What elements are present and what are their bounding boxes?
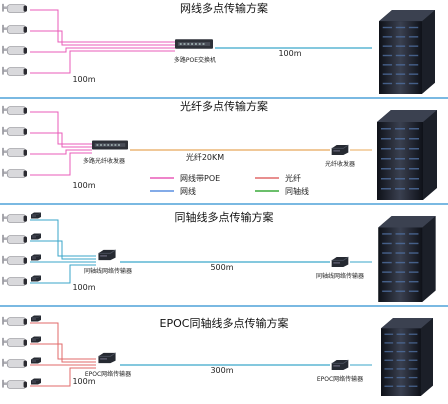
cable-line bbox=[30, 47, 175, 53]
camera-icon bbox=[2, 168, 28, 178]
camera-icon bbox=[2, 358, 28, 368]
server-rack-icon bbox=[381, 318, 433, 396]
converter-icon bbox=[30, 336, 42, 343]
cable-line bbox=[30, 152, 92, 176]
section-title: 同轴线多点传输方案 bbox=[175, 210, 274, 224]
cable-line bbox=[30, 111, 92, 145]
legend-label: 网线 bbox=[180, 186, 196, 196]
distance-left-label: 100m bbox=[72, 377, 95, 386]
cable-line bbox=[30, 149, 92, 155]
receiver-icon bbox=[331, 359, 349, 371]
cable-line bbox=[30, 322, 96, 360]
transmitter-icon bbox=[97, 352, 117, 364]
camera-icon bbox=[2, 379, 28, 389]
camera-icon bbox=[2, 24, 28, 34]
converter-icon bbox=[30, 357, 42, 364]
section-1: 网线多点传输方案 100m 多路POE交换机 100m bbox=[2, 1, 435, 94]
camera-icon bbox=[2, 337, 28, 347]
converter-icon bbox=[30, 315, 42, 322]
legend-label: 光纤 bbox=[285, 173, 301, 183]
section-3: 同轴线多点传输方案 100m 同轴线网络传输器 500m 同轴线网络传输器 bbox=[0, 203, 448, 302]
section-title: 光纤多点传输方案 bbox=[180, 99, 268, 113]
converter-icon bbox=[30, 212, 42, 219]
poe-switch-icon bbox=[175, 39, 213, 49]
receiver-icon bbox=[331, 144, 349, 156]
server-rack-icon bbox=[377, 110, 437, 200]
camera-icon bbox=[2, 255, 28, 265]
receiver-icon bbox=[331, 256, 349, 268]
server-rack-icon bbox=[379, 10, 435, 94]
device-right-label: 光纤收发器 bbox=[325, 160, 355, 168]
device-left-label: 同轴线网络传输器 bbox=[84, 267, 132, 275]
cable-line bbox=[30, 367, 96, 387]
cable-line bbox=[30, 30, 175, 46]
device-left-label: 多路POE交换机 bbox=[174, 56, 216, 64]
server-rack-icon bbox=[378, 216, 436, 302]
camera-icon bbox=[2, 213, 28, 223]
converter-icon bbox=[30, 233, 42, 240]
camera-icon bbox=[2, 234, 28, 244]
camera-icon bbox=[2, 105, 28, 115]
cable-line bbox=[30, 219, 96, 257]
section-title: EPOC同轴线多点传输方案 bbox=[160, 316, 289, 330]
distance-left-label: 100m bbox=[72, 283, 95, 292]
distance-left-label: 100m bbox=[72, 75, 95, 84]
device-left-label: 多路光纤收发器 bbox=[83, 157, 125, 165]
distance-link-label: 300m bbox=[210, 366, 233, 375]
camera-icon bbox=[2, 126, 28, 136]
camera-icon bbox=[2, 45, 28, 55]
cable-line bbox=[30, 343, 96, 363]
device-right-label: EPOC网络传输器 bbox=[317, 375, 363, 383]
transmitter-icon bbox=[92, 140, 128, 150]
cable-line bbox=[30, 240, 96, 260]
converter-icon bbox=[30, 275, 42, 282]
legend-label: 同轴线 bbox=[285, 186, 309, 196]
distance-link-label: 500m bbox=[210, 263, 233, 272]
distance-left-label: 100m bbox=[72, 181, 95, 190]
camera-icon bbox=[2, 276, 28, 286]
cable-line bbox=[30, 264, 96, 284]
legend-label: 网线带POE bbox=[180, 173, 220, 183]
converter-icon bbox=[30, 254, 42, 261]
device-left-label: EPOC网络传输器 bbox=[85, 370, 131, 378]
camera-icon bbox=[2, 66, 28, 76]
camera-icon bbox=[2, 147, 28, 157]
section-title: 网线多点传输方案 bbox=[180, 1, 268, 15]
device-right-label: 同轴线网络传输器 bbox=[316, 272, 364, 280]
distance-link-label: 光纤20KM bbox=[186, 152, 224, 162]
cable-line bbox=[30, 9, 175, 43]
cable-line bbox=[30, 50, 175, 74]
distance-link-label: 100m bbox=[278, 49, 301, 58]
cable-line bbox=[30, 132, 92, 148]
camera-icon bbox=[2, 316, 28, 326]
transmitter-icon bbox=[97, 249, 117, 261]
converter-icon bbox=[30, 378, 42, 385]
camera-icon bbox=[2, 3, 28, 13]
